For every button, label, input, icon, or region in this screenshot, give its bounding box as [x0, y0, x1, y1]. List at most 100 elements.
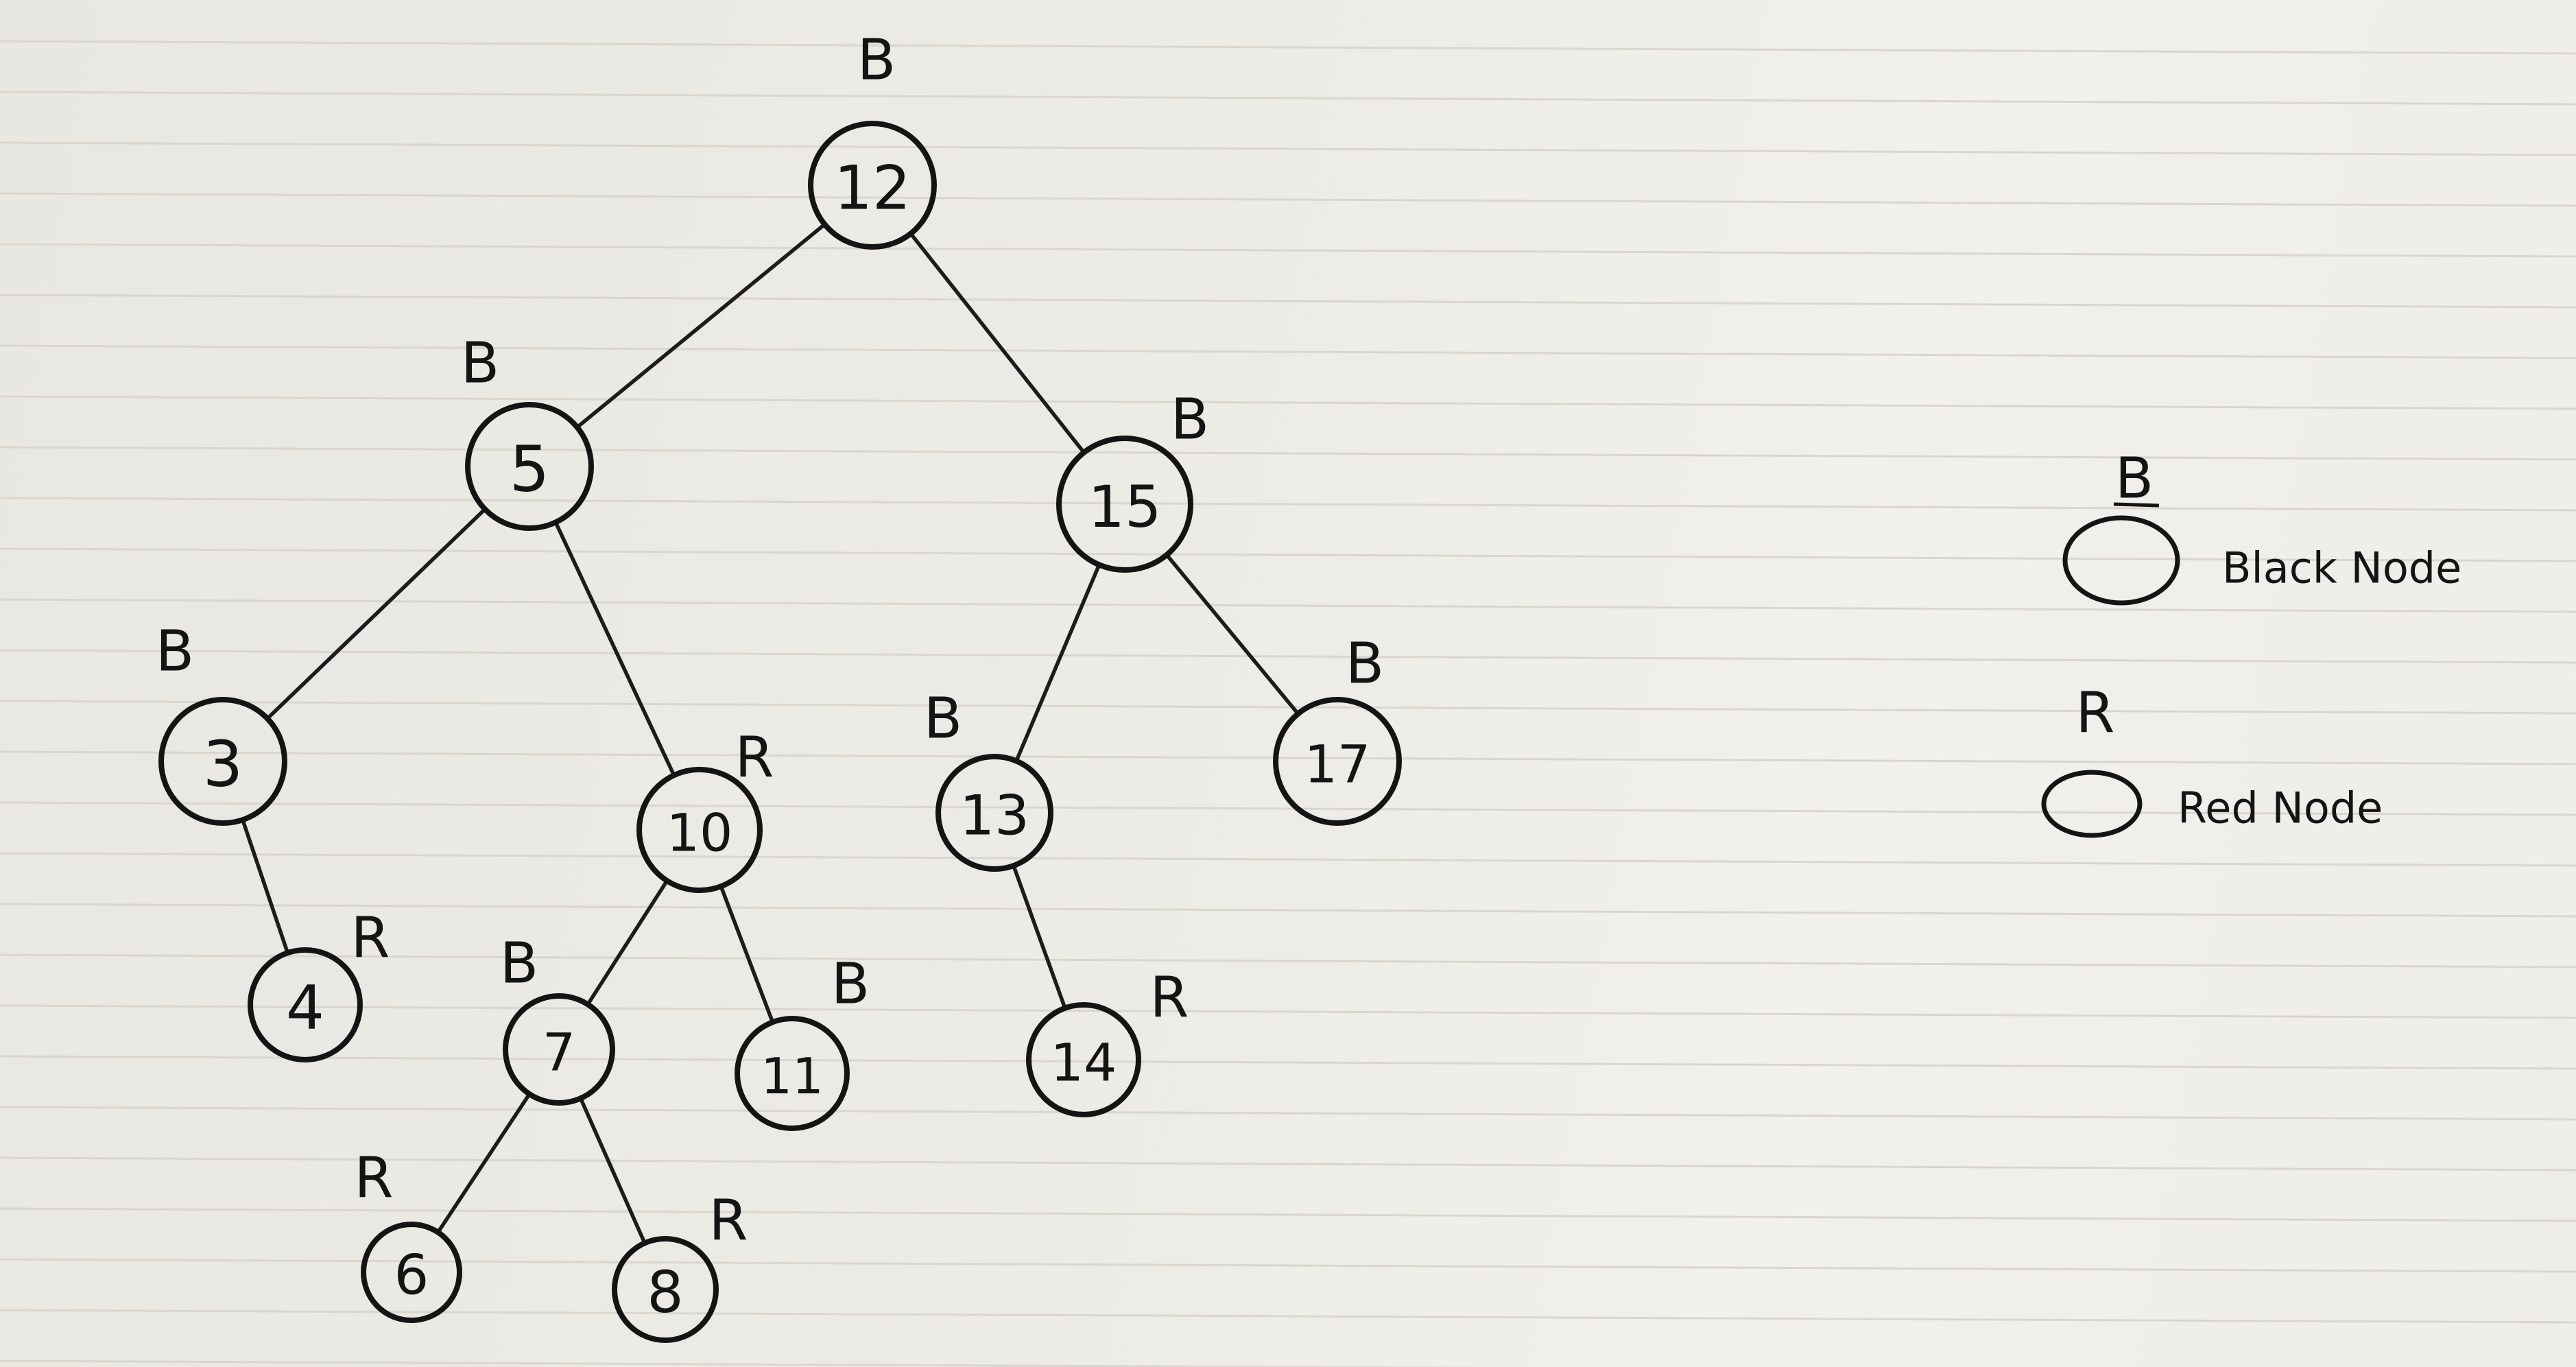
legend-red: R Red Node	[2041, 681, 2383, 838]
node-circle	[158, 697, 287, 826]
ruling-line	[0, 192, 2576, 207]
edge-7-6	[436, 1092, 532, 1235]
node-circle	[1026, 1002, 1141, 1117]
node-value: 12	[834, 153, 911, 224]
legend-red-node-icon	[2041, 770, 2143, 838]
ruling-line	[0, 903, 2576, 918]
edge-5-3	[265, 507, 487, 721]
node-value: 7	[542, 1022, 575, 1083]
ruling-line	[0, 1207, 2576, 1222]
node-value: 14	[1051, 1032, 1117, 1093]
edge-13-14	[1012, 864, 1067, 1010]
legend-red-label: Red Node	[2178, 783, 2383, 833]
ruling-line	[0, 141, 2576, 156]
node-value: 10	[667, 803, 733, 864]
legend-black-tag: B	[2115, 447, 2154, 512]
ruling-line	[0, 953, 2576, 968]
tree-node-3: 3B	[156, 619, 287, 826]
node-circle	[248, 947, 363, 1062]
ruling-line	[0, 1106, 2576, 1121]
node-value: 5	[510, 433, 550, 506]
tree-edges	[241, 222, 1300, 1246]
tree-node-4: 4R	[248, 906, 390, 1062]
node-value: 4	[286, 973, 324, 1043]
node-color-tag: B	[461, 331, 499, 396]
node-circle	[465, 402, 594, 531]
tree-node-13: 13B	[924, 687, 1053, 872]
ruling-line	[0, 1359, 1503, 1367]
ruling-line	[0, 1055, 2576, 1070]
node-value: 17	[1304, 734, 1371, 795]
legend-black-node-icon	[2062, 515, 2180, 606]
ruling-line	[0, 446, 2576, 461]
node-color-tag: B	[500, 931, 538, 997]
ruling-line	[0, 649, 2576, 664]
edge-12-5	[575, 222, 827, 429]
node-value: 6	[394, 1244, 429, 1307]
node-color-tag: B	[857, 28, 896, 93]
ruling-line	[0, 294, 2576, 309]
node-color-tag: R	[1150, 966, 1189, 1031]
ruling-line	[0, 243, 2576, 258]
legend-red-tag: R	[2076, 681, 2115, 746]
node-color-tag: R	[351, 906, 390, 971]
ruling-line	[0, 801, 2576, 816]
node-circle	[1273, 697, 1402, 826]
tree-node-14: 14 R	[1026, 966, 1189, 1117]
ruling-line	[0, 700, 2576, 715]
tree-node-7: 7B	[500, 931, 615, 1106]
legend: B Black Node R Red Node	[2041, 447, 2461, 838]
edge-3-4	[241, 818, 290, 955]
node-circle	[935, 754, 1053, 872]
node-circle	[1056, 436, 1193, 573]
node-color-tag: R	[355, 1146, 394, 1211]
node-color-tag: B	[924, 687, 962, 752]
tree-node-5: 5B	[461, 331, 594, 531]
tree-node-6: 6R	[355, 1146, 462, 1323]
ruling-line	[0, 1156, 2576, 1172]
node-color-tag: B	[1346, 632, 1384, 697]
node-value: 15	[1088, 473, 1162, 540]
edge-5-10	[553, 520, 676, 778]
tree-node-8: 8R	[612, 1189, 748, 1343]
node-color-tag: B	[831, 952, 870, 1017]
edge-10-11	[719, 884, 775, 1024]
node-circle	[808, 121, 937, 250]
edge-10-7	[586, 879, 669, 1007]
ruling-line	[0, 497, 2576, 512]
edge-15-13	[1014, 562, 1101, 763]
tree-node-17: 17 B	[1273, 632, 1402, 826]
node-circle	[503, 993, 615, 1106]
ruling-line	[0, 40, 2576, 55]
ruling-line	[0, 1004, 2576, 1019]
node-circle	[735, 1016, 850, 1131]
ruling-line	[0, 750, 2576, 765]
node-value: 8	[647, 1259, 683, 1326]
ruling-line	[0, 547, 2576, 562]
node-color-tag: R	[735, 726, 774, 791]
node-circle	[612, 1236, 719, 1343]
node-circle	[636, 767, 763, 893]
tree-node-15: 15B	[1056, 388, 1209, 573]
ruling-line	[0, 852, 2576, 867]
ruling-line	[0, 1258, 2576, 1273]
paper-rulings	[0, 40, 2576, 1367]
tree-node-10: 10R	[636, 726, 774, 893]
legend-black-tag-underline	[2113, 502, 2160, 508]
ruling-line	[0, 598, 2576, 613]
node-circle	[361, 1222, 462, 1323]
node-color-tag: B	[1171, 388, 1209, 453]
node-color-tag: R	[709, 1189, 748, 1254]
ruling-line	[0, 91, 2576, 106]
edge-15-17	[1165, 553, 1300, 716]
ruling-line	[0, 344, 2576, 359]
node-value: 3	[203, 728, 243, 801]
ruling-line	[0, 1309, 2576, 1324]
tree-node-11: 11B	[735, 952, 870, 1131]
legend-black-label: Black Node	[2222, 543, 2461, 593]
tree-node-12: 12 B	[808, 28, 937, 250]
ruling-line	[0, 395, 2576, 410]
edge-7-8	[578, 1096, 647, 1246]
edge-12-15	[909, 231, 1086, 455]
